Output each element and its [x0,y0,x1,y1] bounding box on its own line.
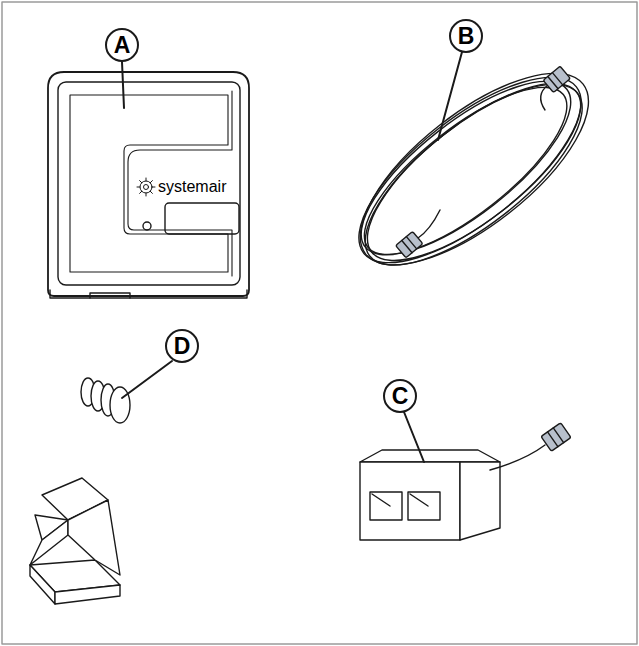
rubber-feet [81,378,130,423]
callout-letter: A [114,34,131,57]
brand-logo: systemair [158,179,226,195]
callout-letter: C [392,385,409,408]
callout-circles [106,20,482,462]
control-panel [48,72,249,298]
callout-letter: D [174,335,191,358]
cable-plug [396,66,571,258]
cable-coil [330,40,617,299]
callout-letter: B [458,25,475,48]
packaging-box [30,478,120,604]
cable-splitter [360,423,571,540]
